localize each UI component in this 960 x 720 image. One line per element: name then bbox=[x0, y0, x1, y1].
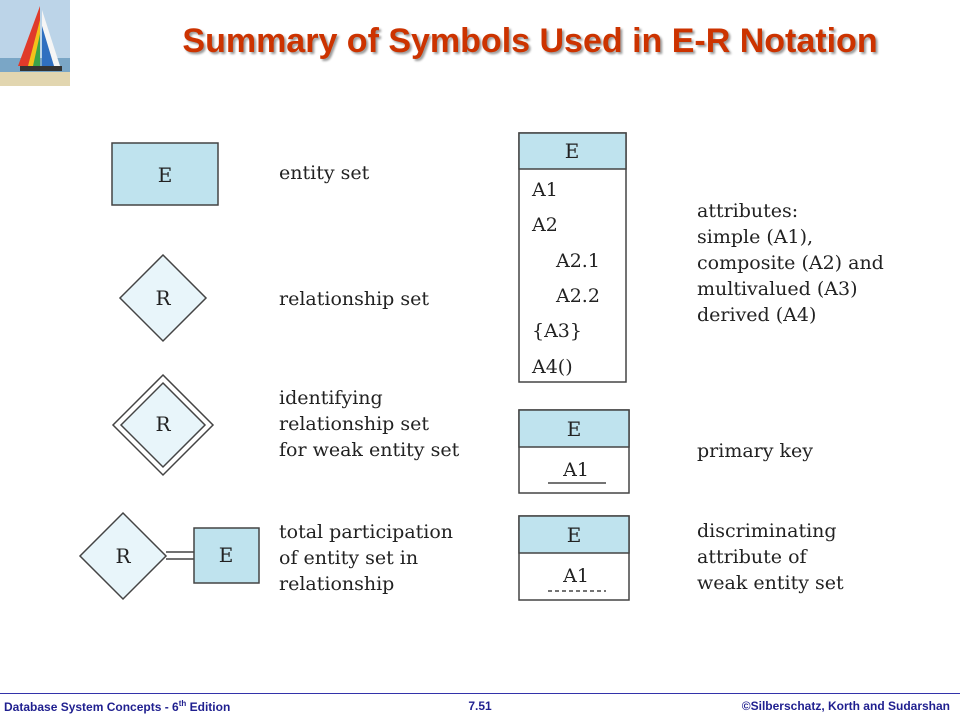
entity-set-rect bbox=[111, 142, 219, 206]
footer-copyright: ©Silberschatz, Korth and Sudarshan bbox=[741, 699, 950, 713]
attributes-entity-header bbox=[518, 132, 627, 170]
footer-book-title: Database System Concepts - 6th Edition bbox=[4, 699, 231, 714]
identifying-inner-diamond bbox=[119, 381, 207, 469]
relationship-set-diamond bbox=[118, 253, 208, 343]
primary-key-entity-header bbox=[518, 409, 630, 448]
primary-key-entity-letter: E bbox=[567, 417, 582, 441]
page-title: Summary of Symbols Used in E-R Notation bbox=[182, 22, 878, 60]
attribute-item: A4() bbox=[531, 356, 573, 378]
attribute-item: A2 bbox=[531, 214, 558, 236]
slide-footer: Database System Concepts - 6th Edition 7… bbox=[0, 693, 960, 720]
total-participation-rel-letter: R bbox=[115, 544, 131, 568]
discriminator-entity-letter: E bbox=[567, 523, 582, 547]
discriminator-caption: discriminating attribute of weak entity … bbox=[697, 520, 844, 594]
attributes-caption: attributes: simple (A1), composite (A2) … bbox=[697, 200, 884, 326]
sailboat-logo-icon bbox=[0, 0, 70, 86]
identifying-letter: R bbox=[155, 412, 171, 436]
total-participation-caption: total participation of entity set in rel… bbox=[279, 521, 454, 595]
primary-key-attribute: A1 bbox=[562, 459, 589, 481]
total-participation-entity-rect bbox=[193, 527, 260, 584]
attribute-item: {A3} bbox=[532, 320, 582, 342]
discriminator-entity-header bbox=[518, 515, 630, 554]
identifying-caption: identifying relationship set for weak en… bbox=[279, 387, 460, 461]
entity-set-letter: E bbox=[158, 163, 173, 187]
attribute-item: A1 bbox=[531, 179, 558, 201]
relationship-set-caption: relationship set bbox=[279, 288, 430, 310]
discriminator-attribute: A1 bbox=[562, 565, 589, 587]
total-participation-entity-letter: E bbox=[219, 543, 234, 567]
attributes-entity-letter: E bbox=[565, 139, 580, 163]
primary-key-caption: primary key bbox=[697, 440, 814, 462]
footer-page-number: 7.51 bbox=[468, 699, 492, 713]
entity-set-caption: entity set bbox=[279, 162, 370, 184]
attribute-item: A2.2 bbox=[555, 285, 600, 307]
attribute-item: A2.1 bbox=[555, 250, 600, 272]
relationship-set-letter: R bbox=[155, 286, 171, 310]
total-participation-diamond bbox=[78, 511, 168, 601]
attributes-entity-rect bbox=[518, 132, 627, 383]
